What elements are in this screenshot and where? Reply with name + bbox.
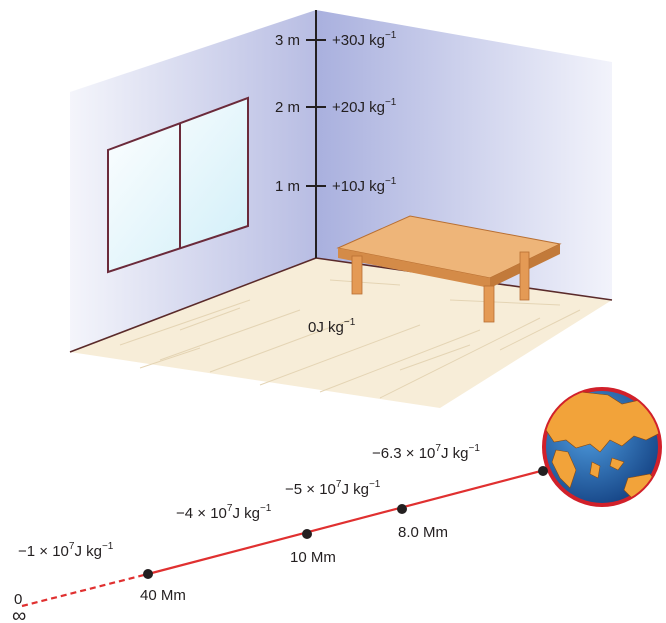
point-marker xyxy=(397,504,407,514)
tick-1m: 1 m +10J kg−1 xyxy=(275,176,397,195)
point-marker xyxy=(143,569,153,579)
potential-label: −4 × 107J kg−1 xyxy=(176,503,272,522)
point-marker xyxy=(302,529,312,539)
distance-label: 10 Mm xyxy=(290,549,336,566)
room: 3 m +30J kg−1 2 m +20J kg−1 1 m +10J kg−… xyxy=(70,10,612,408)
tick-3m: 3 m +30J kg−1 xyxy=(275,30,397,49)
height-label: 1 m xyxy=(275,178,300,195)
point-marker xyxy=(538,466,548,476)
infinity-symbol: ∞ xyxy=(12,605,26,623)
infinity-marker: 0 ∞ xyxy=(12,591,26,623)
potential-label: −1 × 107J kg−1 xyxy=(18,541,114,560)
distance-label: 8.0 Mm xyxy=(398,524,448,541)
potential-label: −6.3 × 107J kg−1 xyxy=(372,443,480,462)
orbit-point-10mm: −4 × 107J kg−1 10 Mm xyxy=(176,503,336,566)
potential-label: −5 × 107J kg−1 xyxy=(285,479,381,498)
orbit-point-surface: −6.3 × 107J kg−1 xyxy=(372,443,548,476)
height-label: 2 m xyxy=(275,99,300,116)
dashed-line-to-infinity xyxy=(22,574,148,606)
orbit-point-40mm: −1 × 107J kg−1 40 Mm xyxy=(18,541,186,604)
tick-2m: 2 m +20J kg−1 xyxy=(275,97,397,116)
earth-globe xyxy=(542,387,662,507)
height-label: 3 m xyxy=(275,32,300,49)
distance-label: 40 Mm xyxy=(140,587,186,604)
earth-potential: 0 ∞ −1 × 107J kg−1 40 Mm −4 × 107J kg−1 … xyxy=(12,387,662,623)
